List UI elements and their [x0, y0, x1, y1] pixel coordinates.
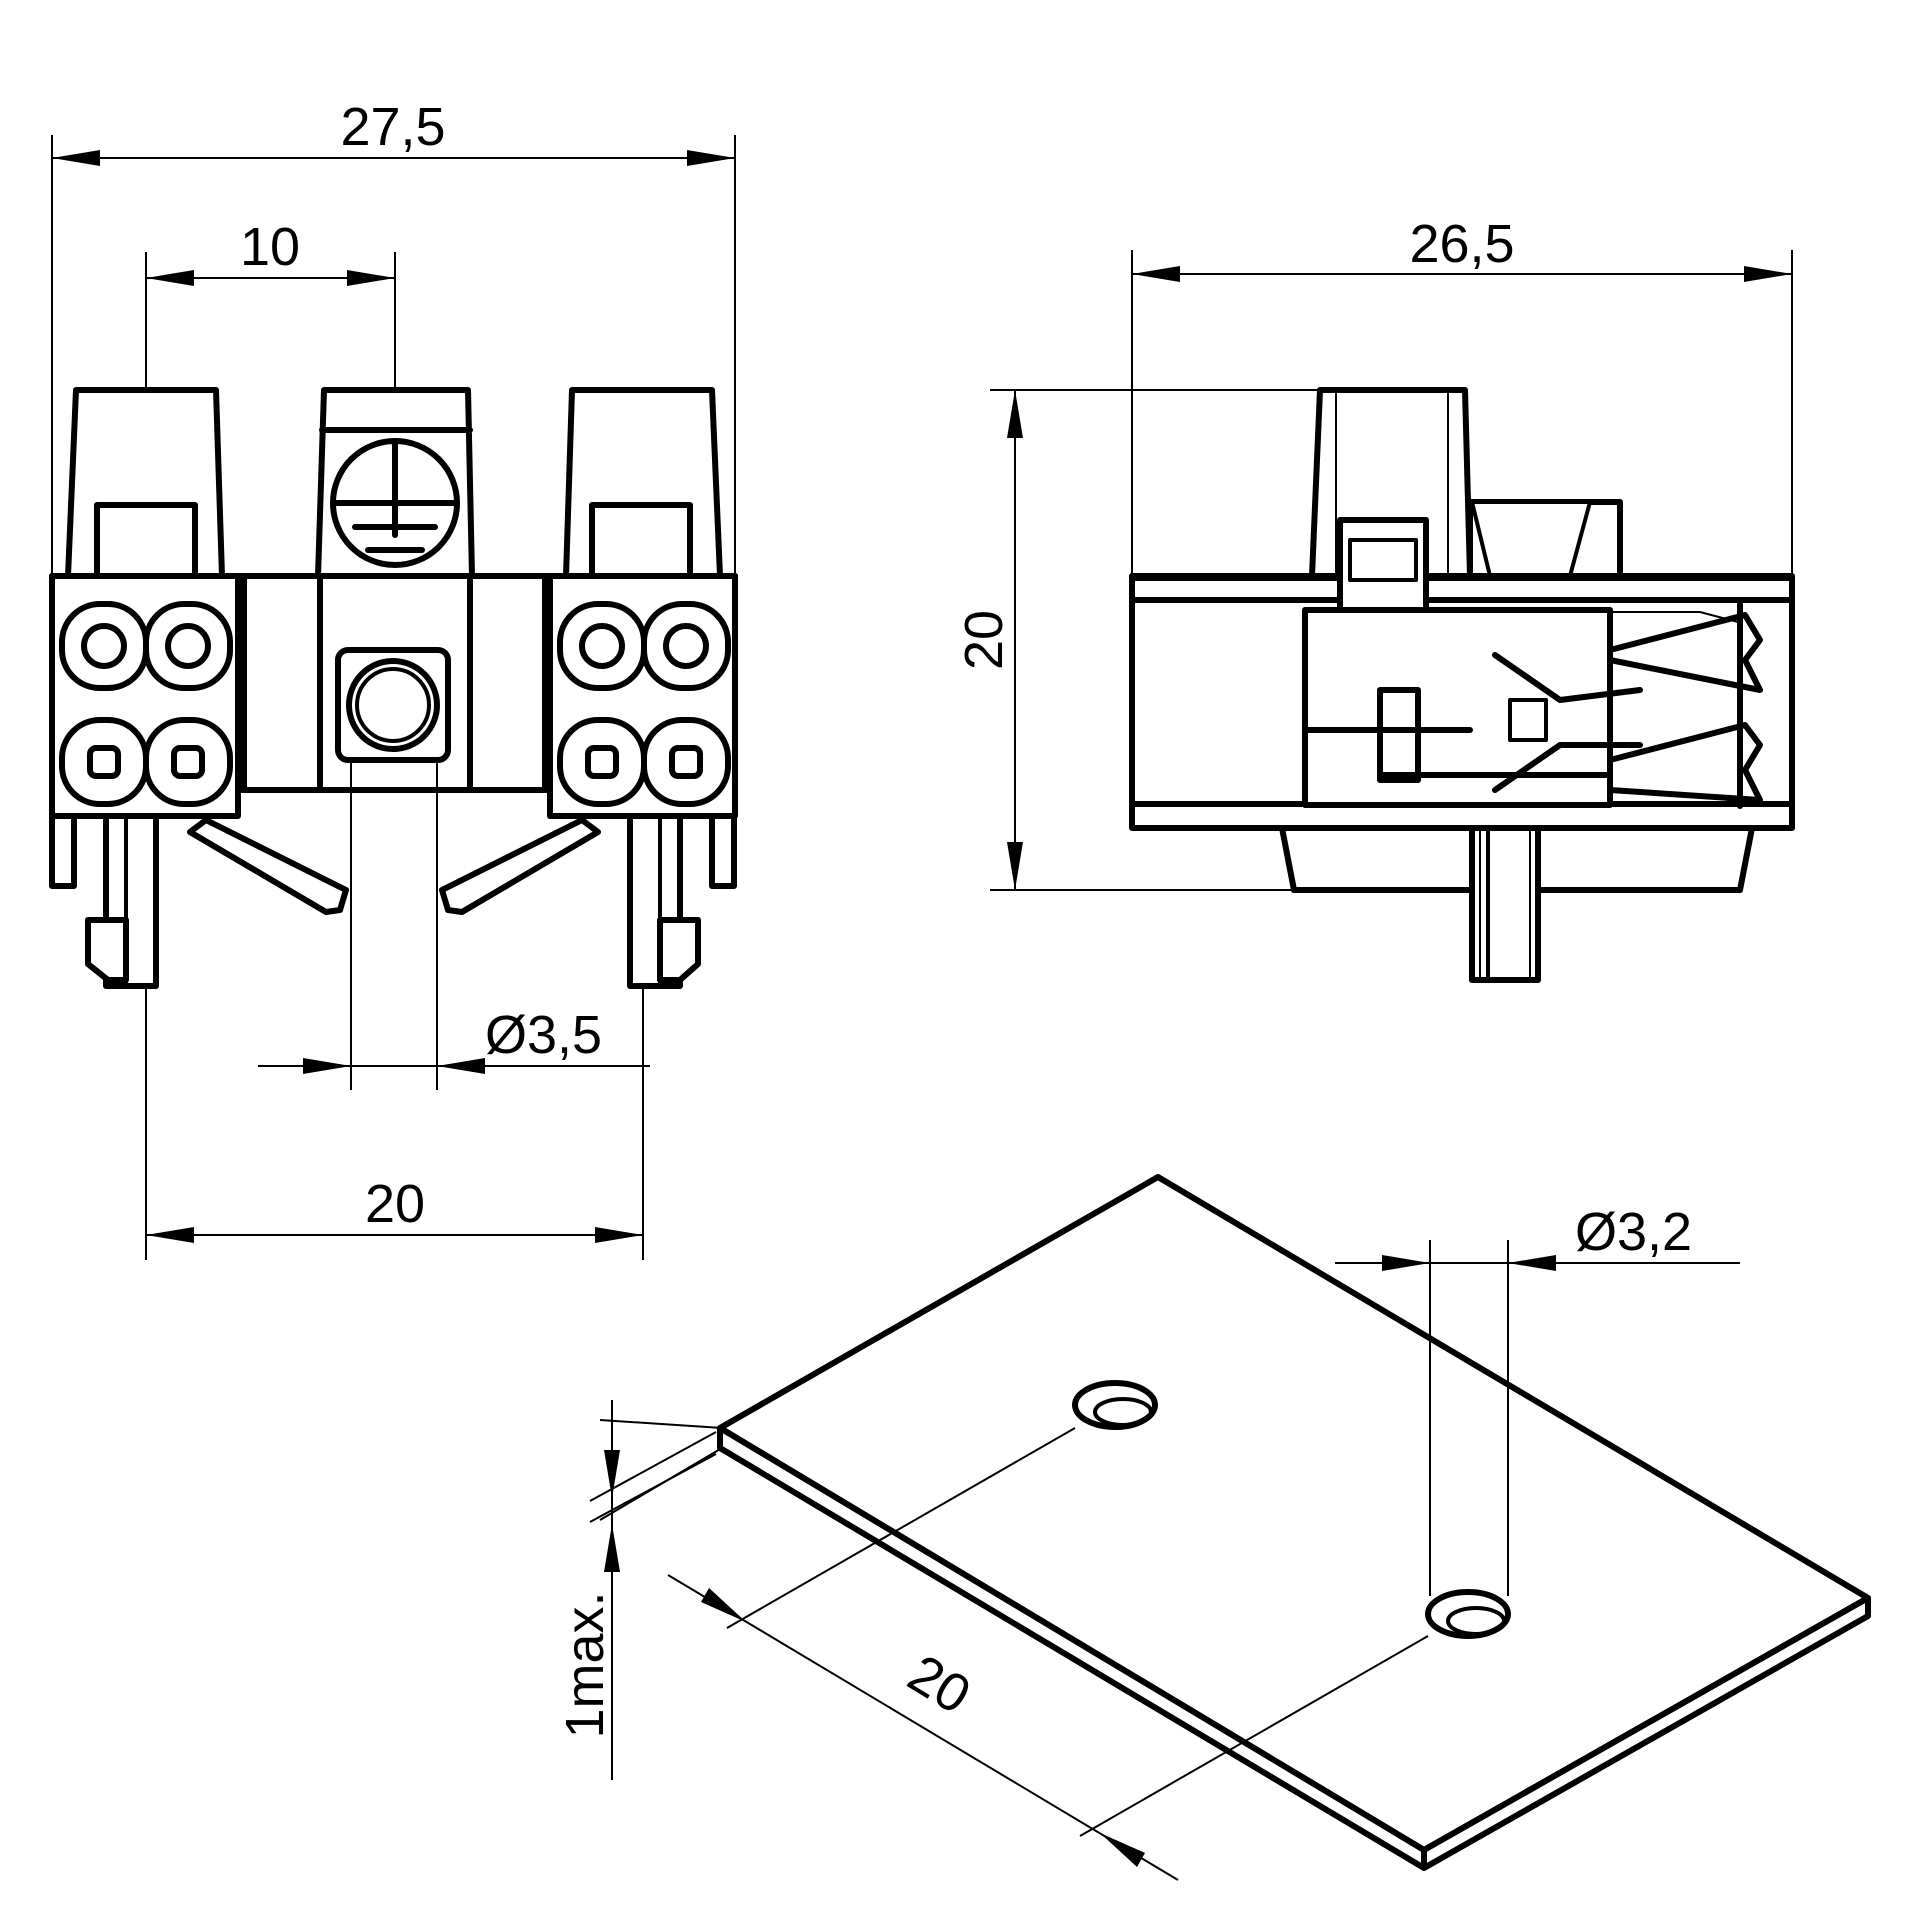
dimension-pin-spacing: 20: [145, 986, 644, 1260]
dimension-label-pin-spacing: 20: [365, 1174, 425, 1234]
plate-hole-1: [1072, 1380, 1158, 1430]
dimension-label-pitch: 10: [240, 217, 300, 277]
dimension-height: 20: [954, 389, 1320, 891]
dimension-depth: 26,5: [1131, 214, 1793, 575]
screw-holes-right: [557, 601, 731, 807]
front-pins: [49, 813, 737, 989]
center-pin-hole: [335, 647, 451, 763]
side-view: 26,5 20: [954, 214, 1795, 983]
plate-hole-2: [1425, 1589, 1511, 1639]
screw-holes-left: [59, 601, 233, 807]
dimension-label-hole-spacing: 20: [898, 1643, 980, 1725]
dimension-label-depth: 26,5: [1409, 214, 1514, 274]
dimension-pin-diameter: Ø3,5: [258, 760, 650, 1090]
dimension-label-thickness: 1max.: [555, 1591, 615, 1738]
side-body: [1129, 387, 1795, 983]
dimension-label-hole-diameter: Ø3,2: [1575, 1202, 1692, 1262]
plate-view: Ø3,2 20 1max.: [555, 1174, 1871, 1881]
mounting-plate: [717, 1174, 1871, 1871]
dimension-hole-diameter: Ø3,2: [1335, 1202, 1740, 1596]
front-terminal-body: [49, 387, 738, 819]
dimension-total-width: 27,5: [51, 97, 736, 575]
earth-symbol-icon: [330, 438, 460, 568]
dimension-label-width: 27,5: [340, 97, 445, 157]
dimension-label-height: 20: [954, 610, 1014, 670]
dimension-label-pin-diameter: Ø3,5: [485, 1005, 602, 1065]
dimension-pitch: 10: [145, 217, 396, 390]
front-view: 27,5 10: [49, 97, 738, 1260]
dimension-thickness: 1max.: [555, 1400, 723, 1780]
